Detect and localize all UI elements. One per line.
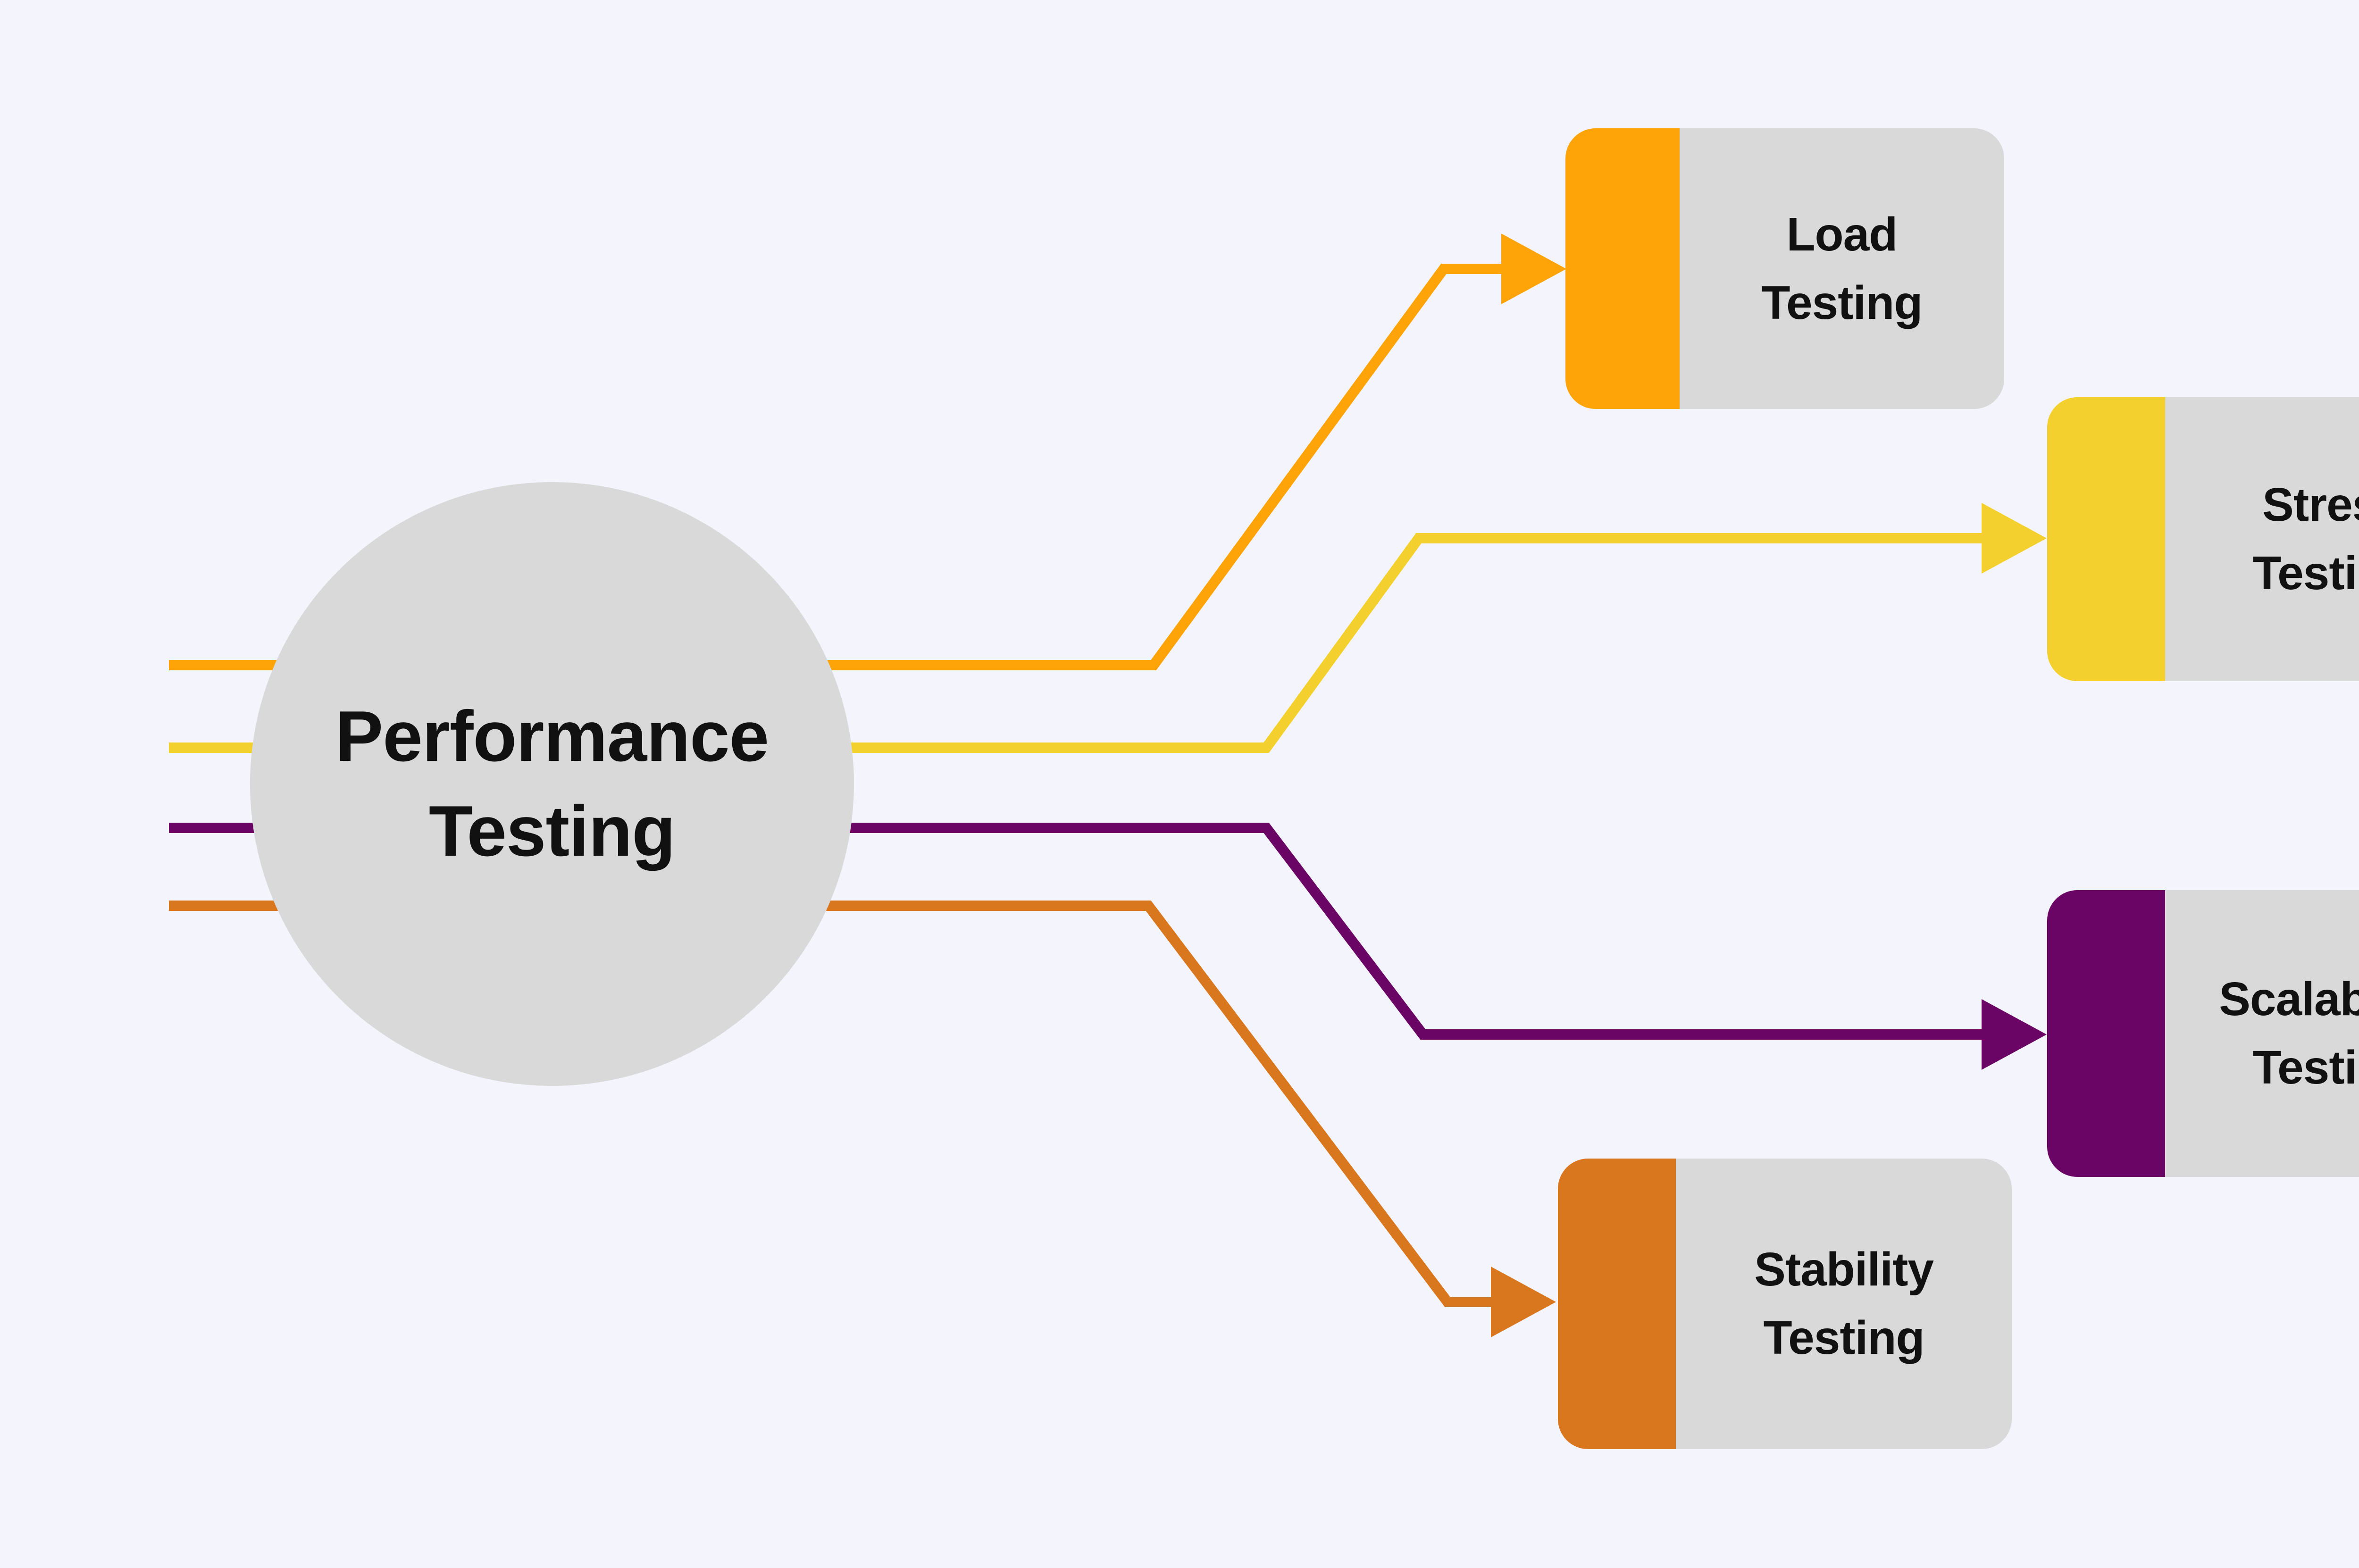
node-color-strip [2047, 890, 2166, 1177]
node-stability-testing: Stability Testing [1558, 1159, 2012, 1449]
node-label: Performance Testing [335, 689, 769, 878]
node-scalability-testing: Scalability Testing [2047, 890, 2359, 1177]
arrowhead-stability-icon [1491, 1267, 1556, 1337]
label-line: Stress [2262, 478, 2359, 531]
node-color-strip [1558, 1159, 1676, 1449]
node-body: Load Testing [1679, 128, 2004, 409]
node-stress-testing: Stress Testing [2047, 397, 2359, 681]
node-color-strip [2047, 397, 2166, 681]
label-line: Testing [428, 791, 676, 871]
label-line: Scalability [2219, 973, 2359, 1026]
node-label: Load Testing [1761, 200, 1923, 337]
arrowhead-load-icon [1501, 234, 1566, 304]
node-performance-testing: Performance Testing [250, 482, 854, 1086]
node-label: Stress Testing [2252, 471, 2359, 608]
label-line: Testing [1761, 276, 1923, 329]
node-load-testing: Load Testing [1565, 128, 2004, 409]
node-color-strip [1565, 128, 1680, 409]
label-line: Testing [2252, 547, 2359, 600]
label-line: Load [1786, 208, 1898, 261]
arrowhead-scalability-icon [1982, 999, 2047, 1070]
node-body: Scalability Testing [2165, 890, 2359, 1177]
node-body: Stress Testing [2165, 397, 2359, 681]
label-line: Testing [2252, 1041, 2359, 1094]
label-line: Performance [335, 696, 769, 777]
node-label: Scalability Testing [2219, 965, 2359, 1102]
node-body: Stability Testing [1676, 1159, 2012, 1449]
node-label: Stability Testing [1754, 1235, 1934, 1372]
label-line: Stability [1754, 1243, 1934, 1296]
label-line: Testing [1763, 1311, 1924, 1364]
arrowhead-stress-icon [1982, 503, 2047, 574]
